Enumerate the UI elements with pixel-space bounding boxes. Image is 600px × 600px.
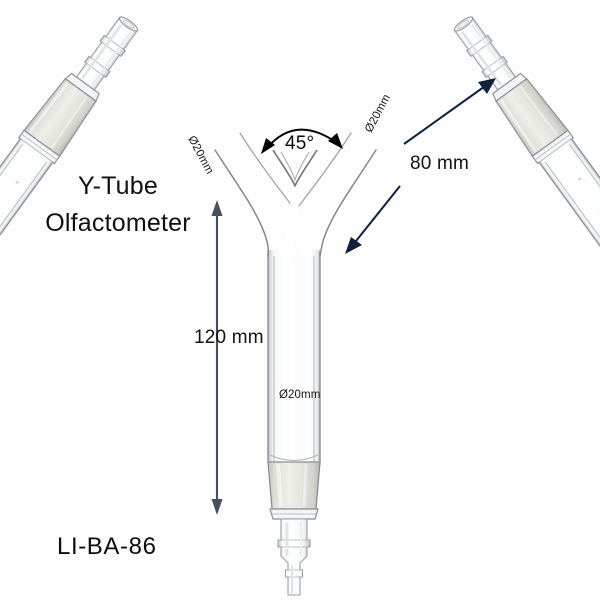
right-arm-tube <box>444 8 600 277</box>
stem-tube <box>267 250 321 462</box>
angle-arc-45 <box>261 128 343 154</box>
height-dimension-label: 120 mm <box>194 327 264 348</box>
part-number-label: LI-BA-86 <box>57 533 157 560</box>
background-white-band <box>570 0 600 600</box>
dimension-height-arrow <box>211 200 223 515</box>
stem-diameter-label: Ø20mm <box>279 389 321 401</box>
title-line-2: Olfactometer <box>45 209 191 237</box>
arm-length-dimension-label: 80 mm <box>410 153 470 174</box>
y-junction <box>214 132 377 257</box>
page-title: Y-Tube Olfactometer <box>18 168 218 242</box>
dimension-arm-length-arrows <box>345 78 496 254</box>
title-line-1: Y-Tube <box>78 172 158 200</box>
stem-bottom-assembly <box>267 461 321 596</box>
angle-dimension-label: 45° <box>285 133 315 154</box>
